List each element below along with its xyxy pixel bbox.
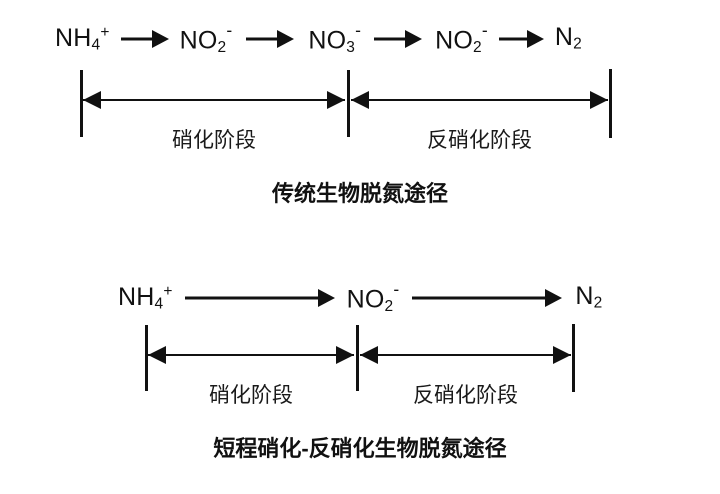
species-subscript: 3	[346, 39, 356, 56]
tick-mark-icon-right-2	[572, 324, 575, 392]
species-n2: N2	[554, 23, 582, 53]
species-nh4-plus: NH4+	[55, 23, 110, 54]
species-superscript: -	[226, 20, 233, 40]
species-subscript: 2	[593, 294, 603, 312]
arrow-right-icon	[374, 29, 423, 48]
species-subscript: 2	[217, 39, 227, 56]
species-subscript: 4	[91, 36, 101, 54]
species-subscript: 2	[384, 298, 394, 315]
species-no3-minus: NO3-	[308, 20, 362, 56]
stage-label-denitrification-2: 反硝化阶段	[413, 384, 518, 407]
species-subscript: 2	[573, 35, 582, 53]
formula-row-conventional: NH4+ NO2- NO3- NO2- N2	[55, 20, 582, 56]
species-superscript: -	[481, 20, 488, 40]
tick-mark-icon-left-1	[80, 70, 83, 137]
arrow-right-icon	[184, 288, 335, 307]
species-no2-minus: NO2-	[346, 279, 400, 315]
species-subscript: 4	[154, 295, 164, 313]
double-headed-arrow-icon-denitrification-1	[351, 91, 608, 109]
caption-conventional-pathway: 传统生物脱氮途径	[271, 181, 448, 206]
arrow-right-icon	[120, 29, 169, 48]
double-headed-arrow-icon-nitrification-1	[83, 91, 345, 109]
tick-mark-icon-left-2	[145, 325, 148, 391]
species-superscript: +	[163, 282, 173, 300]
species-superscript: +	[100, 23, 110, 41]
species-nh4-plus: NH4+	[118, 282, 173, 313]
species-n2: N2	[575, 282, 603, 312]
arrow-right-icon	[412, 288, 563, 307]
caption-shortcut-pathway: 短程硝化-反硝化生物脱氮途径	[213, 436, 507, 461]
double-headed-arrow-icon-nitrification-2	[148, 346, 354, 364]
tick-mark-icon-middle-2	[356, 325, 359, 391]
species-no2-minus-1: NO2-	[179, 20, 233, 56]
double-headed-arrow-icon-denitrification-2	[360, 346, 571, 364]
formula-row-shortcut: NH4+ NO2- N2	[118, 279, 603, 315]
arrow-right-icon	[498, 29, 544, 48]
species-superscript: -	[393, 279, 400, 299]
tick-mark-icon-right-1	[609, 69, 612, 138]
species-superscript: -	[355, 20, 362, 40]
stage-label-denitrification-1: 反硝化阶段	[427, 129, 532, 152]
species-subscript: 2	[473, 39, 482, 56]
species-no2-minus-2: NO2-	[435, 20, 488, 56]
arrow-right-icon	[246, 29, 295, 48]
tick-mark-icon-middle-1	[347, 70, 350, 137]
stage-label-nitrification-2: 硝化阶段	[209, 384, 293, 407]
stage-label-nitrification-1: 硝化阶段	[172, 129, 256, 152]
